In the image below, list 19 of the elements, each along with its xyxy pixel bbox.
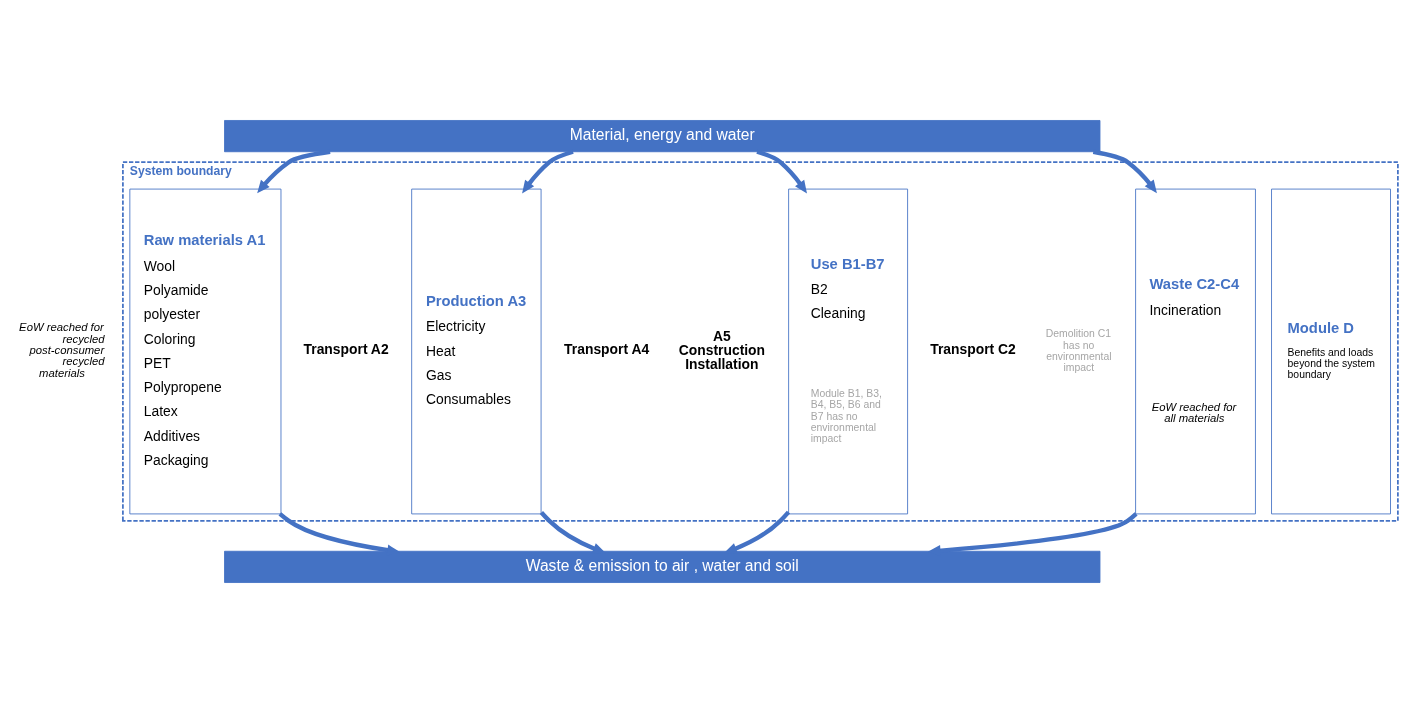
node-box: Waste C2-C4 Incineration EoW reached for all materials [1135, 188, 1256, 515]
arrow [257, 149, 331, 194]
label: Demolition C1 has no environmental impact [1045, 328, 1112, 374]
label: Transport C2 [930, 340, 1016, 357]
arrow [1092, 149, 1157, 194]
label: Transport A4 [564, 340, 650, 357]
label: Transport A2 [303, 340, 389, 357]
node-box: Material, energy and water [224, 120, 1101, 153]
arrow [724, 510, 791, 554]
node-box: Raw materials A1 Wool Polyamide polyester Coloring PET Polypropene Latex Additives Packaging [129, 188, 282, 515]
node-box: Production A3 Electricity Heat Gas Consumables [411, 188, 542, 515]
arrow [522, 149, 574, 194]
node-box: Waste & emission to air , water and soil [224, 550, 1101, 583]
label: EoW reached for recycled post-consumer recycled materials [19, 321, 105, 379]
label: A5 Construction Installation [678, 327, 766, 372]
arrow [539, 511, 606, 554]
node-box: Use B1-B7 B2 Cleaning Module B1, B3, B4, B5, B6 and B7 has no environmental impact [788, 188, 909, 515]
arrow [756, 149, 807, 194]
node-box: Module D Benefits and loads beyond the system boundary [1271, 188, 1391, 515]
